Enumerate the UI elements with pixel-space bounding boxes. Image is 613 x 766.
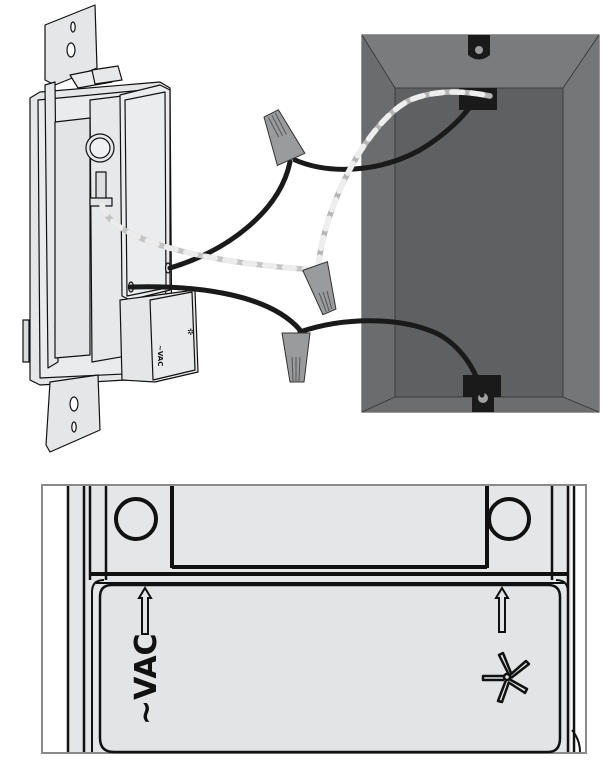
wires	[99, 89, 493, 398]
dimmer-switch: ~VAC ✲	[22, 4, 199, 453]
svg-text:~VAC: ~VAC	[156, 345, 164, 366]
strap-screw-hole-icon	[66, 42, 76, 58]
black-wire-line-switch	[167, 159, 293, 271]
black-wire-line-box	[292, 95, 478, 172]
line-terminal-screw-icon	[114, 497, 158, 541]
bottom-mounting-strap	[45, 374, 101, 453]
terminal-detail-panel: ~VAC	[41, 484, 587, 754]
load-terminal-screw-icon	[487, 497, 531, 541]
strap-screw-hole-icon	[69, 396, 79, 412]
wire-nut-bottom	[281, 332, 311, 383]
black-wire-load-box	[297, 318, 485, 398]
wall-electrical-box	[361, 34, 600, 413]
black-wire-load-switch	[128, 284, 303, 333]
line-terminal-label: ~VAC	[129, 633, 164, 725]
fan-icon	[481, 651, 531, 704]
load-arrow-icon	[494, 586, 510, 633]
wire-nut-top	[263, 109, 306, 167]
svg-text:✲: ✲	[187, 327, 195, 337]
wire-nuts	[263, 109, 337, 383]
wire-nut-ground	[302, 261, 337, 316]
strap-slot-icon	[70, 21, 76, 33]
box-screw-hole-icon	[475, 46, 483, 54]
line-arrow-icon	[137, 586, 153, 635]
strap-slot-icon	[71, 421, 77, 433]
terminal-label-plate	[98, 583, 562, 754]
